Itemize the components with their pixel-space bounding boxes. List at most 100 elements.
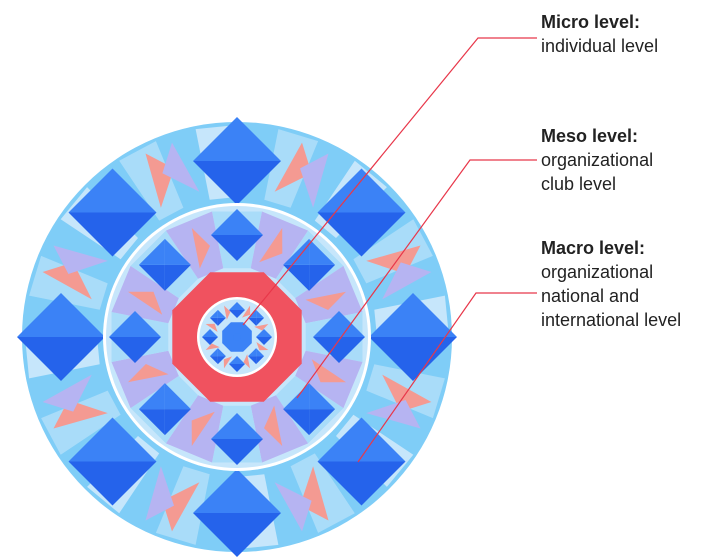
macro-pyramid-facet (317, 168, 362, 213)
macro-pyramid-facet (317, 461, 362, 506)
meso-pyramid-facet (109, 337, 135, 363)
micro-pyramid-facet (248, 348, 257, 357)
meso-pyramid-facet (138, 238, 165, 265)
micro-salmon-triangle (205, 343, 220, 350)
macro-lavender-triangle (366, 400, 421, 429)
macro-pyramid-facet (112, 168, 157, 213)
meso-pyramid-facet (313, 311, 339, 337)
micro-pyramid-facet (264, 337, 272, 345)
macro-wedge (119, 141, 184, 221)
micro-salmon-triangle (224, 305, 231, 320)
macro-pyramid-facet (68, 417, 113, 462)
micro-salmon-triangle (205, 323, 218, 332)
meso-salmon-triangle (128, 364, 169, 383)
macro-lavender-triangle (145, 466, 174, 521)
meso-salmon-triangle (128, 291, 163, 315)
meso-level-line-1: organizational (541, 150, 654, 170)
macro-pyramid-facet (68, 212, 113, 257)
micro-salmon-triangle (223, 356, 232, 369)
meso-salmon-triangle (264, 405, 283, 446)
macro-pyramid-facet (317, 417, 362, 462)
micro-pyramid-facet (217, 309, 226, 318)
meso-salmon-triangle (191, 228, 210, 269)
macro-level-line-1: organizational (541, 262, 654, 282)
micro-salmon-triangle (243, 354, 250, 369)
macro-pyramid-facet (61, 337, 105, 381)
macro-pyramid-facet (68, 461, 113, 506)
meso-level-heading: Meso level: (541, 126, 639, 146)
meso-pyramid-facet (237, 439, 263, 465)
macro-pyramid-facet (17, 293, 61, 337)
macro-pattern (17, 117, 457, 557)
meso-salmon-triangle (191, 411, 215, 446)
micro-salmon-triangle (254, 324, 269, 331)
meso-level-label: Meso level: organizational club level (541, 124, 653, 196)
meso-pyramid-facet (237, 209, 263, 235)
meso-pyramid-facet (237, 235, 263, 261)
macro-pyramid-facet (193, 161, 237, 205)
macro-pyramid-facet (237, 161, 281, 205)
micro-pyramid-facet (256, 329, 264, 337)
micro-pyramid-facet (229, 364, 237, 372)
micro-pyramid-facet (237, 356, 245, 364)
meso-pyramid-facet (164, 409, 191, 436)
meso-pyramid-facet (135, 311, 161, 337)
micro-pyramid-facet (209, 317, 218, 326)
micro-pyramid-facet (237, 364, 245, 372)
macro-pyramid-facet (193, 117, 237, 161)
meso-pyramid-facet (211, 413, 237, 439)
meso-wedge (250, 395, 309, 463)
macro-pyramid-facet (17, 337, 61, 381)
macro-wedge (290, 453, 355, 533)
macro-salmon-triangle (274, 142, 312, 192)
meso-salmon-triangle (305, 291, 346, 310)
meso-pyramid-facet (211, 439, 237, 465)
meso-wedge (165, 211, 224, 279)
micro-pyramid-facet (248, 317, 257, 326)
meso-pyramid-facet (138, 409, 165, 436)
meso-pyramid-facet (138, 264, 165, 291)
micro-pyramid-facet (202, 337, 210, 345)
macro-lavender-triangle (300, 153, 329, 208)
macro-pyramid-facet (369, 337, 413, 381)
meso-pyramid-facet (164, 238, 191, 265)
meso-pyramid-facet (309, 238, 336, 265)
macro-salmon-triangle (42, 262, 92, 300)
macro-level-line-2: national and (541, 286, 640, 306)
macro-level-label: Macro level: organizational national and… (541, 236, 681, 332)
micro-pyramid-facet (209, 348, 218, 357)
micro-pyramid-facet (229, 310, 237, 318)
macro-wedge (41, 390, 121, 455)
meso-pattern (109, 209, 365, 465)
micro-pyramid-facet (210, 329, 218, 337)
micro-pyramid-facet (210, 337, 218, 345)
micro-pyramid-facet (256, 348, 265, 357)
macro-pyramid-facet (237, 117, 281, 161)
macro-pyramid-facet (193, 469, 237, 513)
meso-level-line-2: club level (541, 174, 617, 194)
meso-pyramid-facet (309, 409, 336, 436)
macro-level-heading: Macro level: (541, 238, 646, 258)
macro-lavender-triangle (42, 374, 92, 412)
macro-pyramid-facet (68, 168, 113, 213)
meso-pyramid-facet (339, 337, 365, 363)
meso-pyramid-facet (309, 264, 336, 291)
meso-wedge (111, 350, 179, 409)
macro-pyramid-facet (361, 417, 406, 462)
meso-pyramid-facet (138, 383, 165, 410)
meso-pyramid-facet (237, 413, 263, 439)
meso-pyramid-facet (309, 383, 336, 410)
meso-pyramid-facet (313, 337, 339, 363)
micro-pyramid-facet (202, 329, 210, 337)
macro-pyramid-facet (413, 337, 457, 381)
macro-pyramid-facet (237, 513, 281, 557)
micro-pyramid-facet (248, 356, 257, 365)
micro-pyramid-facet (209, 309, 218, 318)
meso-pyramid-facet (164, 264, 191, 291)
meso-pyramid-facet (283, 409, 310, 436)
meso-pyramid-facet (164, 383, 191, 410)
micro-pattern (202, 302, 272, 372)
micro-pyramid-facet (209, 356, 218, 365)
